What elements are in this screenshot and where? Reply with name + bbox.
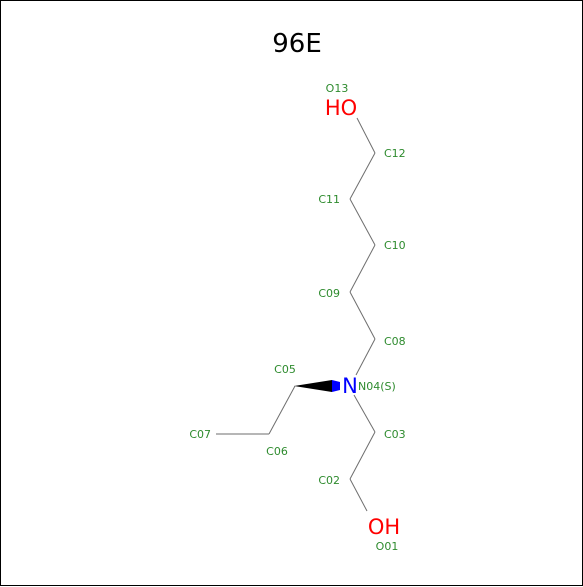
atom-symbol-o01: OH [368, 515, 400, 539]
atom-label-o01: O01 [376, 540, 399, 553]
atom-label-c05: C05 [274, 363, 296, 376]
atom-label-n04: N04(S) [358, 380, 396, 393]
atom-label-c10: C10 [384, 239, 406, 252]
bond-c11-c10 [349, 198, 376, 246]
bond-o13-c12 [356, 117, 376, 154]
bond-n04-c03 [353, 394, 376, 433]
atom-label-c09: C09 [318, 287, 340, 300]
atom-label-c12: C12 [384, 147, 406, 160]
atom-label-c07: C07 [189, 428, 211, 441]
bond-c09-c08 [349, 291, 376, 340]
bond-c10-c09 [349, 244, 376, 293]
bond-c12-c11 [349, 152, 376, 200]
atom-symbol-o13: HO [325, 96, 357, 120]
atom-label-c11: C11 [318, 193, 340, 206]
bond-c08-n04 [355, 338, 376, 376]
bond-c02-o01 [349, 478, 368, 512]
wedge-bond-n04-c05-tip [332, 380, 340, 392]
atom-label-c03: C03 [384, 428, 406, 441]
atom-label-c06: C06 [266, 445, 288, 458]
atom-label-c08: C08 [384, 335, 406, 348]
bond-c05-c06 [268, 385, 296, 435]
atom-label-c02: C02 [318, 474, 340, 487]
atom-label-o13: O13 [326, 82, 349, 95]
atom-labels: O13 C12 C11 C10 C09 C08 N04(S) C05 C06 C… [189, 82, 405, 553]
atom-symbol-n04: N [342, 374, 358, 398]
wedge-bond-n04-c05 [294, 380, 332, 392]
molecule-title: 96E [272, 29, 322, 59]
bond-c03-c02 [349, 431, 376, 480]
bonds [216, 117, 376, 512]
